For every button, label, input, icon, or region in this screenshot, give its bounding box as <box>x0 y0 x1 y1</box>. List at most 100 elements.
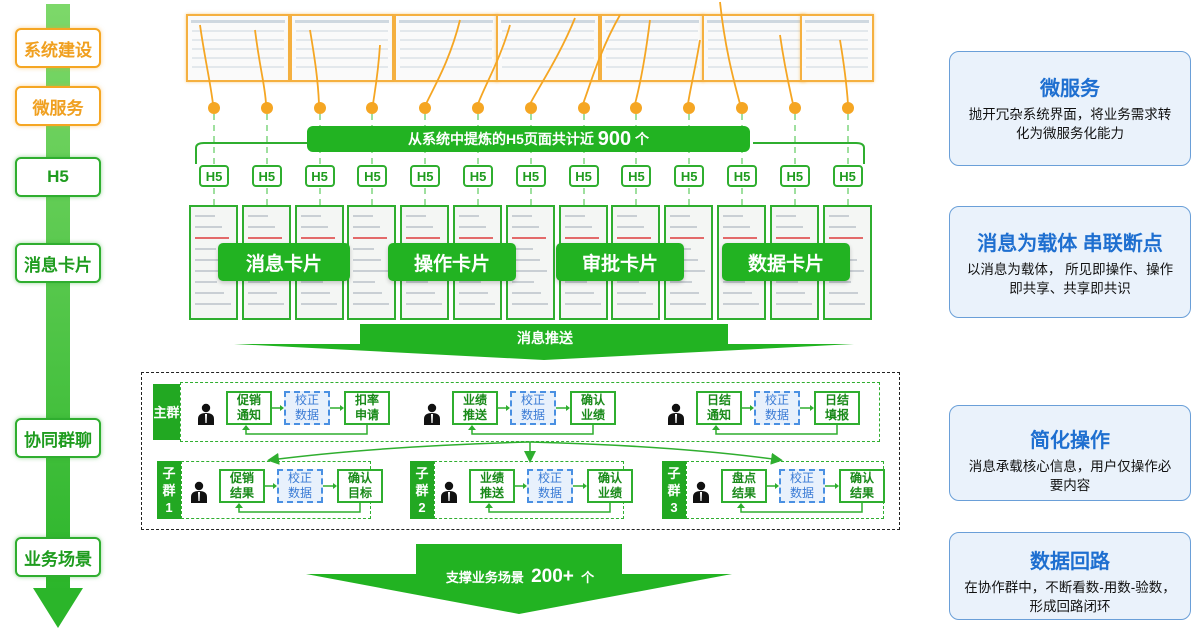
screen-line <box>459 215 479 217</box>
dashed-connector <box>635 188 638 205</box>
sub-group-step-correct: 校正 数据 <box>779 469 825 503</box>
support-arrow <box>306 544 732 614</box>
microservice-dot <box>683 102 696 114</box>
h5-label: H5 <box>621 165 652 187</box>
screenshot-toolbar <box>295 20 389 23</box>
card-microservice-desc: 抛开冗杂系统界面，将业务需求转化为微服务化能力 <box>968 107 1172 141</box>
dispatch-arrows <box>267 441 783 465</box>
screen-line <box>617 303 654 305</box>
return-loop-arrow <box>242 425 368 435</box>
sub-group-tag: 子 群 1 <box>157 461 181 519</box>
microservice-dot <box>260 102 273 114</box>
card-simplify: 简化操作 消息承载核心信息，用户仅操作必要内容 <box>949 405 1191 501</box>
stage-system-build: 系统建设 <box>15 28 101 68</box>
screen-line <box>775 226 803 228</box>
h5-banner-count: 900 <box>597 127 632 150</box>
microservice-dot <box>524 102 537 114</box>
screen-line <box>564 281 587 283</box>
screenshot-row <box>708 39 800 41</box>
screenshot-row <box>296 57 388 59</box>
flow-arrows <box>265 483 337 489</box>
main-group-step-correct: 校正 数据 <box>510 391 556 425</box>
screen-line <box>828 215 849 217</box>
screen-line <box>247 303 284 305</box>
screen-line <box>511 226 539 228</box>
sub-group-step-correct: 校正 数据 <box>277 469 323 503</box>
screenshot-row <box>192 39 284 41</box>
screenshot-toolbar <box>605 20 699 23</box>
sub-group-step-notify: 业绩 推送 <box>469 469 515 503</box>
screen-line <box>511 248 533 250</box>
sub-group-step-confirm: 确认 目标 <box>337 469 383 503</box>
screen-line <box>723 292 752 294</box>
dashed-connector <box>741 188 743 205</box>
microservice-dot <box>841 102 854 114</box>
h5-label: H5 <box>568 165 599 187</box>
screen-line <box>353 270 389 272</box>
card-tag-message: 消息卡片 <box>218 243 350 281</box>
screen-line <box>564 237 599 239</box>
system-screenshot <box>702 14 806 82</box>
microservice-dot <box>788 102 801 114</box>
dashed-connector <box>371 188 374 205</box>
screen-line <box>300 292 330 294</box>
h5-label: H5 <box>515 165 546 187</box>
screen-line <box>828 226 856 228</box>
return-loop-arrow <box>737 503 863 513</box>
screenshot-toolbar <box>501 20 595 23</box>
dashed-connector <box>688 188 691 205</box>
microservice-dot <box>208 102 220 114</box>
screenshot-toolbar <box>707 20 801 23</box>
screen-line <box>775 281 798 283</box>
screen-line <box>511 292 541 294</box>
screenshot-row <box>192 48 284 50</box>
return-loop-arrow <box>712 425 838 435</box>
screen-line <box>670 259 699 261</box>
screen-line <box>511 303 548 305</box>
microservice-dot <box>313 102 326 114</box>
card-microservice: 微服务 抛开冗杂系统界面，将业务需求转化为微服务化能力 <box>949 51 1191 166</box>
screenshot-row <box>708 48 800 50</box>
screen-line <box>195 292 224 294</box>
h5-label: H5 <box>251 165 282 187</box>
h5-banner-text: 从系统中提炼的H5页面共计近 <box>407 131 594 147</box>
screen-line <box>353 281 376 283</box>
screen-line <box>617 215 638 217</box>
card-data-loop-desc: 在协作群中，不断看数-用数-验数，形成回路闭环 <box>964 580 1176 614</box>
screenshot-row <box>400 57 492 59</box>
screen-line <box>828 292 858 294</box>
screen-line <box>300 215 321 217</box>
h5-label: H5 <box>779 165 810 187</box>
screenshot-row <box>806 48 868 50</box>
stage-business-scene: 业务场景 <box>15 537 101 577</box>
main-group-step-confirm: 扣率 申请 <box>344 391 390 425</box>
screenshot-row <box>400 48 492 50</box>
screenshot-toolbar <box>399 20 493 23</box>
screenshot-row <box>606 66 698 68</box>
screenshot-row <box>296 30 388 32</box>
dashed-connector <box>213 188 215 205</box>
system-screenshot <box>600 14 704 82</box>
h5-label: H5 <box>727 165 757 187</box>
screenshot-row <box>502 30 594 32</box>
flow-arrows <box>767 483 839 489</box>
dashed-connector <box>582 188 585 205</box>
screenshot-row <box>806 57 868 59</box>
user-icon <box>693 481 709 503</box>
screen-line <box>511 281 534 283</box>
h5-banner: 从系统中提炼的H5页面共计近 900 个 <box>307 126 750 152</box>
dashed-connector <box>793 188 796 205</box>
dashed-connector <box>424 188 427 205</box>
screenshot-row <box>192 30 284 32</box>
screen-line <box>406 226 434 228</box>
dashed-connector <box>529 188 532 205</box>
screen-line <box>195 215 215 217</box>
screen-line <box>406 215 427 217</box>
sub-group-step-notify: 盘点 结果 <box>721 469 767 503</box>
main-group-step-notify: 促销 通知 <box>226 391 272 425</box>
screen-line <box>406 292 436 294</box>
stage-microservice: 微服务 <box>15 86 101 126</box>
screen-line <box>617 226 645 228</box>
user-icon <box>668 403 684 425</box>
main-group-step-notify: 日结 通知 <box>696 391 742 425</box>
